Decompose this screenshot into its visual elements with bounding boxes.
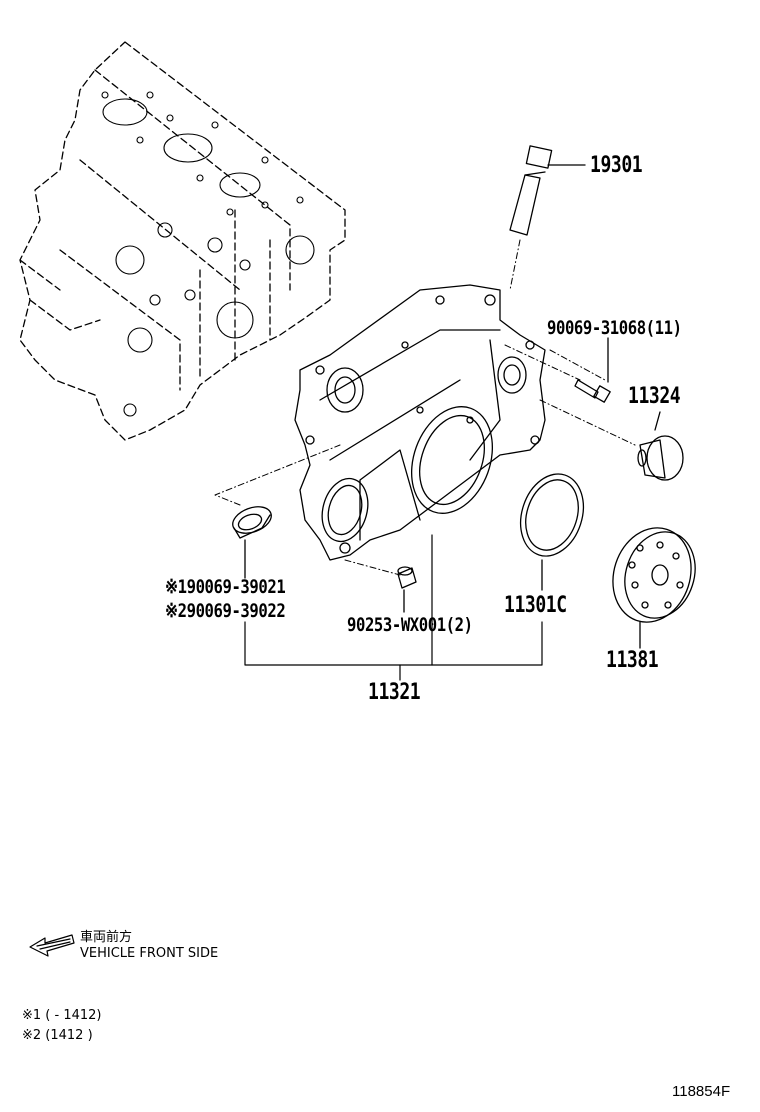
label-90069-39022: ※290069-39022 xyxy=(165,600,286,622)
label-11301c: 11301C xyxy=(504,593,567,618)
footnote-2: ※2 (1412 ) xyxy=(22,1028,93,1043)
label-11324: 11324 xyxy=(628,384,681,409)
bolt-90069-31068 xyxy=(574,337,611,403)
oring-11301c xyxy=(520,473,584,591)
bracket-11321 xyxy=(244,534,543,681)
left-arrow-icon xyxy=(29,934,75,957)
figure-code: 118854F xyxy=(672,1083,731,1100)
footnote-1: ※1 ( - 1412) xyxy=(22,1008,102,1023)
oil-seal xyxy=(232,506,272,579)
label-19301: 19301 xyxy=(590,153,643,178)
end-plate xyxy=(294,284,546,561)
label-90253-wx001: 90253-WX001(2) xyxy=(347,614,473,636)
engine-block-details xyxy=(101,91,315,417)
engine-block-outline xyxy=(19,41,346,441)
label-11321: 11321 xyxy=(368,680,421,705)
guide-lines xyxy=(214,239,636,576)
label-90069-39021: ※190069-39021 xyxy=(165,576,286,598)
direction-label-jp: 車両前方 xyxy=(80,930,133,945)
plug-11324 xyxy=(637,411,684,481)
pin-90253 xyxy=(397,566,417,613)
label-90069-31068: 90069-31068(11) xyxy=(547,317,682,339)
sensor-19301 xyxy=(509,145,586,236)
label-11381: 11381 xyxy=(606,648,659,673)
plate-11381 xyxy=(612,527,696,649)
direction-label-en: VEHICLE FRONT SIDE xyxy=(80,946,219,961)
